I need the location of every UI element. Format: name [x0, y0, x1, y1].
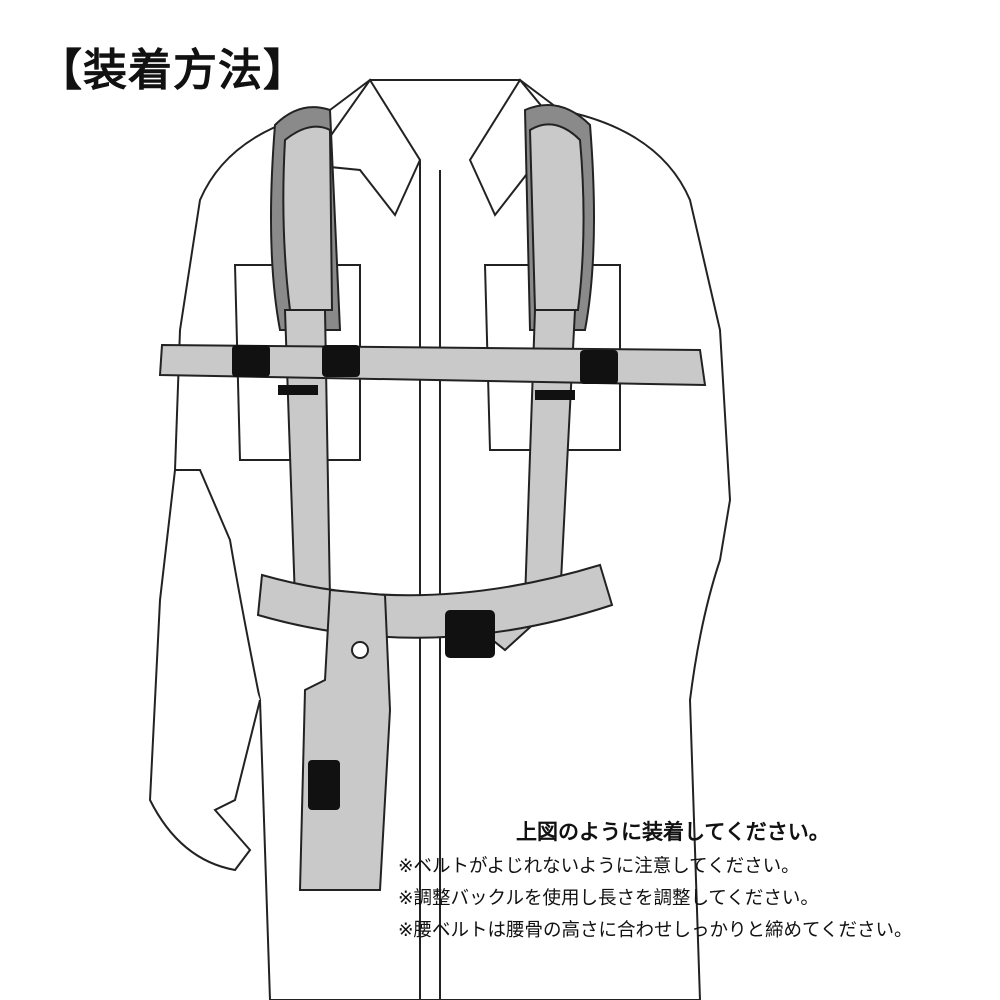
holster-buckle: [308, 760, 340, 810]
left-arm: [148, 469, 261, 872]
chest-buckle-left: [232, 345, 270, 377]
holster-rivet: [351, 641, 369, 659]
chest-buckle-center: [322, 345, 360, 377]
instruction-note: ※腰ベルトは腰骨の高さに合わせしっかりと締めてください。: [398, 920, 913, 941]
instruction-note: ※調整バックルを使用し長さを調整してください。: [398, 888, 819, 909]
shoulder-pad-right-inner: [528, 123, 585, 311]
chest-slider-left: [278, 385, 318, 395]
waist-buckle: [445, 610, 495, 658]
shoulder-pad-left-inner: [282, 125, 334, 311]
chest-belt: [158, 343, 707, 387]
holster: [298, 588, 392, 891]
chest-slider-right: [535, 390, 575, 400]
instruction-note: ※ベルトがよじれないように注意してください。: [398, 856, 800, 877]
chest-buckle-right: [580, 350, 618, 384]
placket: [419, 160, 441, 1000]
page-title: 【装着方法】: [38, 45, 308, 96]
instruction-lead: 上図のように装着してください。: [516, 820, 830, 844]
